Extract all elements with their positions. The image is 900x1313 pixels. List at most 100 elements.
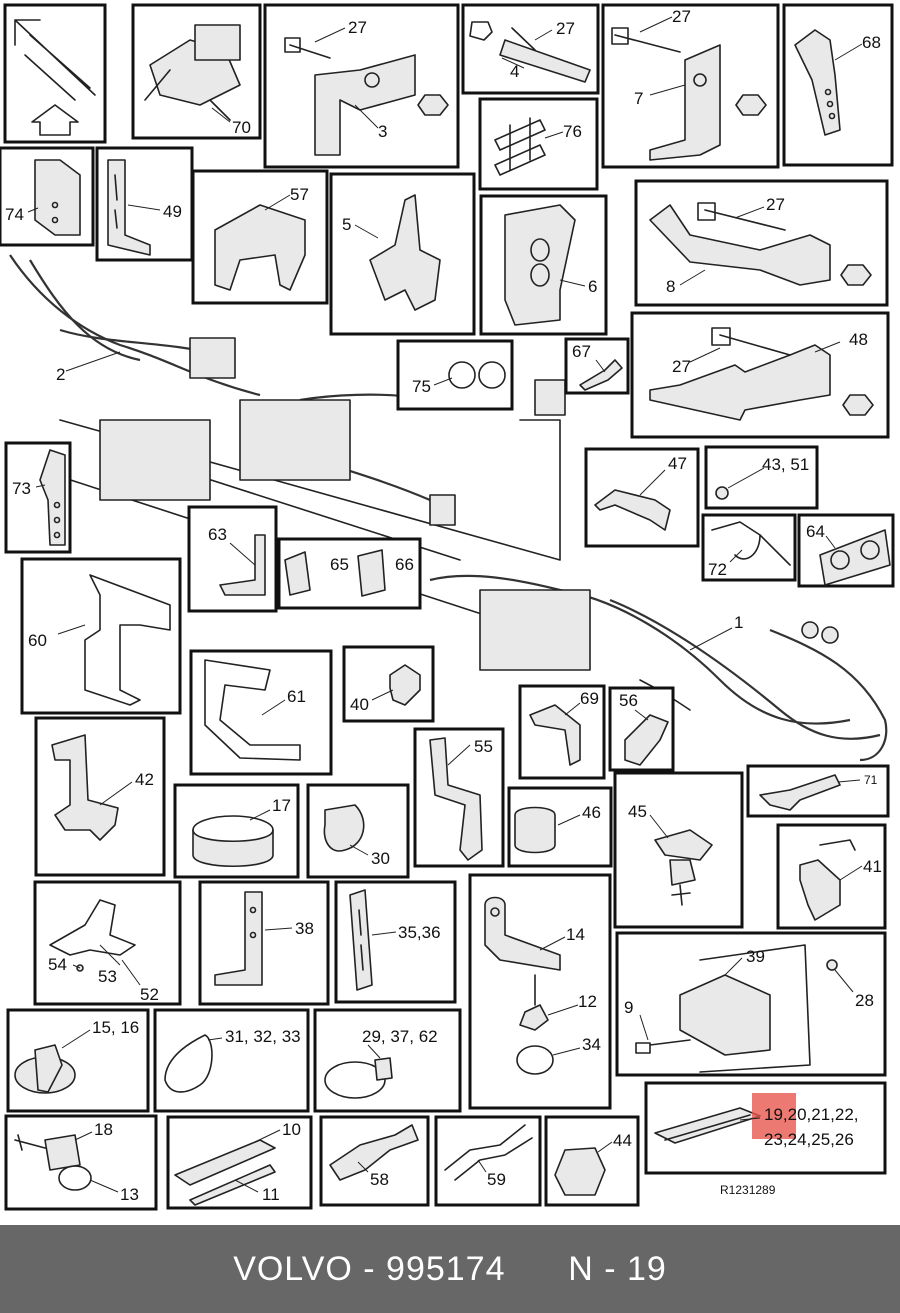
callout-69: 69 xyxy=(580,689,599,708)
callout-2: 2 xyxy=(56,365,65,384)
callout-27d: 27 xyxy=(766,195,785,214)
callout-59: 59 xyxy=(487,1170,506,1189)
callout-45: 45 xyxy=(628,802,647,821)
callout-41: 41 xyxy=(863,857,882,876)
callout-28: 28 xyxy=(855,991,874,1010)
callout-64: 64 xyxy=(806,522,825,541)
callout-38: 38 xyxy=(295,919,314,938)
callout-67: 67 xyxy=(572,342,591,361)
callout-34: 34 xyxy=(582,1035,601,1054)
highlight-marker xyxy=(752,1093,796,1139)
callout-70: 70 xyxy=(232,118,251,137)
panel-part-10-11 xyxy=(166,1115,313,1210)
callout-66: 66 xyxy=(395,555,414,574)
parts-diagram: 1 2 70 27 3 4 27 xyxy=(0,3,895,1211)
callout-56: 56 xyxy=(619,691,638,710)
callout-58: 58 xyxy=(370,1170,389,1189)
panel-part-19-26 xyxy=(644,1081,887,1175)
callout-47: 47 xyxy=(668,454,687,473)
callout-14: 14 xyxy=(566,925,585,944)
panel-part-68 xyxy=(782,3,894,167)
panel-part-47 xyxy=(584,447,700,548)
panel-part-44 xyxy=(544,1115,640,1207)
callout-61: 61 xyxy=(287,687,306,706)
callout-29-37-62: 29, 37, 62 xyxy=(362,1027,438,1046)
callout-5: 5 xyxy=(342,215,351,234)
callout-13: 13 xyxy=(120,1185,139,1204)
footer-part-number: 995174 xyxy=(386,1249,506,1288)
callout-60: 60 xyxy=(28,631,47,650)
panel-part-8 xyxy=(634,179,889,307)
callout-46: 46 xyxy=(582,803,601,822)
footer-position: N - 19 xyxy=(568,1249,667,1288)
panel-part-39-9-28 xyxy=(615,931,887,1077)
callout-42: 42 xyxy=(135,770,154,789)
callout-49: 49 xyxy=(163,202,182,221)
panel-part-75 xyxy=(396,339,514,411)
panel-part-57 xyxy=(191,169,329,305)
callout-27c: 27 xyxy=(672,7,691,26)
reference-code: R1231289 xyxy=(720,1183,776,1197)
panel-part-41 xyxy=(776,823,887,930)
panel-part-14-12-34 xyxy=(468,873,612,1110)
callout-10: 10 xyxy=(282,1120,301,1139)
panel-part-72 xyxy=(701,513,797,582)
callout-68: 68 xyxy=(862,33,881,52)
panel-part-5 xyxy=(329,172,476,336)
callout-12: 12 xyxy=(578,992,597,1011)
callout-72: 72 xyxy=(708,560,727,579)
panel-part-38 xyxy=(198,880,330,1006)
panel-part-46 xyxy=(507,786,613,868)
panel-part-76 xyxy=(478,97,599,191)
callout-73: 73 xyxy=(12,479,31,498)
callout-76: 76 xyxy=(563,122,582,141)
panel-part-59 xyxy=(434,1115,542,1207)
panel-part-43-51 xyxy=(704,445,819,510)
callout-27a: 27 xyxy=(348,18,367,37)
callout-43-51: 43, 51 xyxy=(762,455,809,474)
callout-27b: 27 xyxy=(556,19,575,38)
panel-part-42 xyxy=(34,716,166,877)
panel-part-74 xyxy=(0,146,95,247)
callout-15-16: 15, 16 xyxy=(92,1018,139,1037)
main-wiring-harness xyxy=(9,254,888,762)
panel-part-3 xyxy=(263,3,460,169)
callout-4: 4 xyxy=(510,62,519,81)
callout-71: 71 xyxy=(864,773,878,787)
callout-6: 6 xyxy=(588,277,597,296)
callout-17: 17 xyxy=(272,796,291,815)
callout-1: 1 xyxy=(734,613,743,632)
callout-44: 44 xyxy=(613,1131,632,1150)
up-arrow-icon xyxy=(31,104,79,136)
panel-part-70 xyxy=(131,3,262,140)
panel-part-52-53-54 xyxy=(33,880,182,1006)
panel-part-49 xyxy=(95,146,194,262)
panel-part-15-16 xyxy=(6,1008,150,1113)
footer-brand: VOLVO xyxy=(233,1249,353,1288)
callout-39: 39 xyxy=(746,947,765,966)
panel-part-48 xyxy=(630,311,890,439)
panel-part-35-36 xyxy=(334,880,457,1004)
panel-orientation xyxy=(3,3,107,144)
callout-3: 3 xyxy=(378,122,387,141)
panel-part-18-13 xyxy=(4,1114,158,1211)
panel-part-40 xyxy=(342,645,435,723)
panel-part-65-66 xyxy=(277,537,422,610)
callout-11: 11 xyxy=(262,1185,280,1204)
panel-part-6 xyxy=(479,194,608,336)
callout-75: 75 xyxy=(412,377,431,396)
footer-gap xyxy=(506,1250,569,1289)
callout-57: 57 xyxy=(290,185,309,204)
panel-part-56 xyxy=(608,686,675,772)
callout-54: 54 xyxy=(48,955,67,974)
panel-part-63 xyxy=(187,505,278,613)
callout-19-26-line1: 19,20,21,22, xyxy=(764,1105,859,1124)
panel-part-64 xyxy=(797,513,895,588)
panel-part-73 xyxy=(4,441,72,554)
panel-part-17 xyxy=(173,783,300,879)
panel-part-29-37-62 xyxy=(313,1008,462,1113)
callout-9: 9 xyxy=(624,998,633,1017)
panel-part-58 xyxy=(319,1115,430,1207)
callout-27e: 27 xyxy=(672,357,691,376)
footer-bar: VOLVO - 995174 N - 19 xyxy=(0,1225,900,1313)
